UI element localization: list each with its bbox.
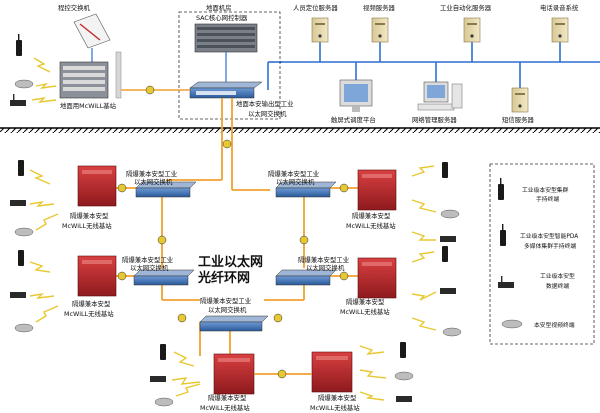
sms-server (511, 87, 529, 113)
ring-title-line1: 工业以太网 (198, 254, 263, 270)
legend-label-4: 本安型视频终端 (534, 321, 575, 329)
program-switch-icon (73, 13, 111, 49)
server-location-label: 人员定位服务器 (293, 3, 338, 12)
ground-basestation (59, 51, 122, 99)
ground-switch-label-1: 地面本安输出型工业 (236, 99, 294, 108)
handheld-icon (16, 40, 22, 56)
bs-right-top-label-2: McWiLL无线基站 (346, 221, 396, 230)
switch-left-bottom-label-1: 隔爆兼本安型工业 (122, 255, 174, 264)
legend-label-3b: 数据终端 (546, 282, 569, 290)
switch-bottom-center-label-1: 隔爆兼本安型工业 (200, 296, 252, 305)
bs-right-bottom-label-2: McWiLL无线基站 (340, 307, 390, 316)
basestation-bottom-left (213, 353, 255, 395)
bs-left-top-label-2: McWiLL无线基站 (62, 221, 112, 230)
touch-dispatch-monitor (339, 79, 373, 112)
switch-left-top-label-2: 以太网交换机 (134, 177, 173, 186)
bs-bottom-left-label-2: McWiLL无线基站 (200, 403, 250, 412)
server-video (371, 17, 389, 43)
legend-box (489, 163, 595, 345)
legend-pda-icon (500, 224, 506, 246)
surface-terminals (10, 34, 34, 106)
camera-icon (14, 79, 34, 89)
switch-bottom-center-label-2: 以太网交换机 (208, 305, 247, 314)
ground-switch-label-2: 以太网交换机 (248, 109, 287, 118)
legend-label-2b: 多媒体集群手持终端 (524, 242, 576, 250)
switch-right-bottom-label-1: 隔爆兼本安型工业 (298, 255, 350, 264)
legend-label-2a: 工业级本安型智能PDA (520, 232, 578, 240)
server-phone-recording (551, 17, 569, 43)
bs-right-top-label-1: 隔爆兼本安型 (352, 211, 391, 220)
sac-controller-label: SAC核心网控制器 (196, 13, 248, 22)
switch-left-bottom (133, 269, 195, 286)
wireless-links (29, 57, 437, 401)
basestation-left-top (77, 165, 117, 207)
net-mgmt-pc (417, 81, 463, 111)
underground-terminals-bottom (150, 342, 414, 407)
touch-dispatch-label: 触屏式调度平台 (331, 115, 376, 124)
ground-room-label: 地面机房 (206, 3, 232, 12)
ground-basestation-label: 地面用McWiLL基站 (60, 101, 117, 110)
switch-left-top-label-1: 隔爆兼本安型工业 (126, 169, 178, 178)
sms-server-label: 短信服务器 (502, 115, 535, 124)
bs-left-top-label-1: 隔爆兼本安型 (70, 211, 109, 220)
ring-title-line2: 光纤环网 (197, 270, 250, 286)
basestation-right-top (357, 169, 397, 211)
bs-bottom-left-label-1: 隔爆兼本安型 (208, 393, 247, 402)
ground-ethernet-switch (189, 81, 263, 99)
underground-terminals-left (10, 160, 34, 333)
ground-room-box (178, 11, 281, 120)
server-video-label: 视频服务器 (363, 3, 396, 12)
underground-terminals-right (440, 162, 462, 337)
switch-left-top (135, 181, 197, 198)
switch-right-bottom (275, 269, 337, 286)
server-automation-label: 工业自动化服务器 (440, 3, 492, 12)
legend-handheld-icon (498, 178, 504, 200)
basestation-right-bottom (357, 257, 397, 299)
switch-left-bottom-label-2: 以太网交换机 (130, 263, 169, 272)
switch-right-top-label-1: 隔爆兼本安型工业 (268, 169, 320, 178)
server-phone-label: 电话录音系统 (540, 3, 579, 12)
bs-right-bottom-label-1: 隔爆兼本安型 (346, 297, 385, 306)
switch-bottom-center (199, 315, 269, 332)
switch-right-bottom-label-2: 以太网交换机 (306, 263, 345, 272)
bs-left-bottom-label-2: McWiLL无线基站 (64, 309, 114, 318)
sac-controller (194, 23, 258, 53)
basestation-left-bottom (77, 255, 117, 297)
server-automation (463, 17, 481, 43)
net-mgmt-label: 网络管理服务器 (412, 115, 457, 124)
legend-camera-icon (501, 319, 523, 329)
bs-left-bottom-label-1: 隔爆兼本安型 (72, 299, 111, 308)
legend-label-1a: 工业级本安型集群 (522, 186, 569, 194)
switch-right-top (275, 181, 337, 198)
legend-label-1b: 手持终端 (536, 195, 559, 203)
program-switch-label: 程控交换机 (58, 3, 91, 12)
legend-label-3a: 工业级本安型 (540, 272, 575, 280)
basestation-bottom-right (311, 351, 353, 393)
bs-bottom-right-label-2: McWiLL无线基站 (310, 403, 360, 412)
bs-bottom-right-label-1: 隔爆兼本安型 (318, 393, 357, 402)
ground-surface-line (0, 127, 600, 133)
switch-right-top-label-2: 以太网交换机 (276, 177, 315, 186)
data-terminal-icon (10, 100, 26, 106)
legend-data-terminal-icon (498, 276, 514, 288)
server-location (311, 17, 329, 43)
link-nodes (117, 85, 349, 379)
